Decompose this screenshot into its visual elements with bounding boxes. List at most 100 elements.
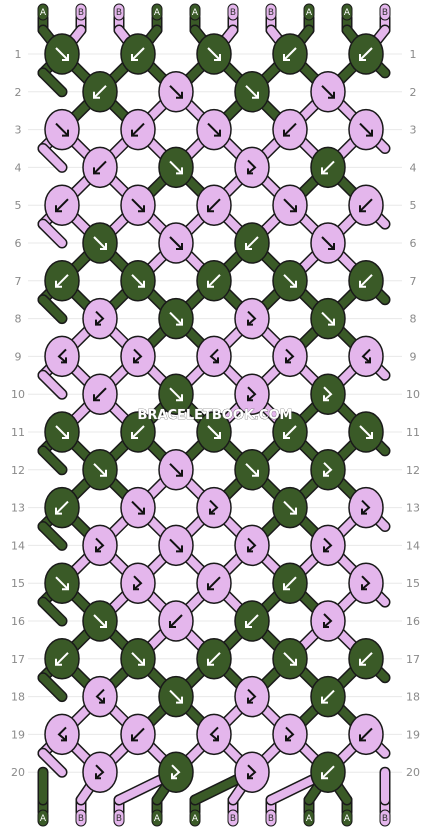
knot-direction-arrow xyxy=(55,274,69,288)
top-string-label: B xyxy=(116,8,122,18)
knot-direction-arrow xyxy=(283,274,297,288)
string-end xyxy=(227,3,239,21)
row-number-left: 3 xyxy=(15,124,22,137)
knot-direction-arrow xyxy=(169,311,183,326)
thread-segment xyxy=(39,673,66,701)
knot-direction-arrow xyxy=(169,463,183,477)
knot-direction-arrow xyxy=(169,387,183,402)
row-number-right: 2 xyxy=(410,86,417,99)
knot-direction-arrow xyxy=(323,613,333,628)
knot-direction-arrow xyxy=(131,274,145,288)
top-string-label: B xyxy=(268,8,274,18)
string-end xyxy=(37,809,49,827)
row-number-left: 8 xyxy=(15,313,22,326)
knot-direction-arrow xyxy=(55,122,69,137)
row-number-right: 11 xyxy=(406,426,420,439)
knot-direction-arrow xyxy=(169,236,183,250)
knot xyxy=(196,335,232,378)
knot xyxy=(348,486,384,529)
knot-direction-arrow xyxy=(359,47,373,61)
bottom-string-label: A xyxy=(154,814,161,824)
bottom-string-label: A xyxy=(306,814,313,824)
knot-direction-arrow xyxy=(359,122,373,137)
knot-direction-arrow xyxy=(247,159,257,175)
knot xyxy=(234,751,270,793)
knot-direction-arrow xyxy=(55,652,69,666)
knot-direction-arrow xyxy=(57,726,67,742)
string-end xyxy=(227,809,239,827)
knot xyxy=(196,713,232,756)
string-end xyxy=(265,3,277,21)
string-end xyxy=(113,809,125,827)
thread-segment xyxy=(39,598,66,625)
knot-direction-arrow xyxy=(55,576,69,591)
knot-direction-arrow xyxy=(283,47,297,61)
thread-segment xyxy=(39,295,66,323)
row-number-right: 3 xyxy=(410,124,417,137)
knot-direction-arrow xyxy=(283,425,297,439)
knot-direction-arrow xyxy=(95,537,105,553)
knot-direction-arrow xyxy=(93,236,107,250)
knot-direction-arrow xyxy=(133,575,143,591)
row-number-left: 14 xyxy=(11,539,25,552)
knot-direction-arrow xyxy=(131,425,145,439)
knot xyxy=(234,524,270,567)
knot-direction-arrow xyxy=(247,537,257,553)
bottom-string-label: B xyxy=(116,814,122,824)
top-string-label: B xyxy=(230,8,236,18)
knot-direction-arrow xyxy=(283,198,297,213)
knot-direction-arrow xyxy=(285,726,295,742)
knot-direction-arrow xyxy=(247,310,257,326)
string-end xyxy=(379,3,391,21)
knot-direction-arrow xyxy=(321,236,335,250)
knot-direction-arrow xyxy=(55,47,69,61)
knot xyxy=(310,524,346,567)
row-number-left: 18 xyxy=(11,691,25,704)
row-number-right: 12 xyxy=(406,464,420,477)
row-number-left: 1 xyxy=(15,48,22,61)
row-number-left: 6 xyxy=(15,237,22,250)
bottom-string-label: A xyxy=(344,814,351,824)
knot-direction-arrow xyxy=(169,85,183,99)
knot-direction-arrow xyxy=(283,576,297,591)
string-end xyxy=(189,809,201,827)
string-end xyxy=(189,3,201,21)
knot-direction-arrow xyxy=(55,425,69,439)
knot-direction-arrow xyxy=(207,47,221,61)
bottom-string-label: B xyxy=(230,814,236,824)
top-string-label: A xyxy=(344,8,351,18)
knot-direction-arrow xyxy=(283,652,297,666)
thread-segment xyxy=(39,446,66,474)
string-end xyxy=(151,3,163,21)
knot-direction-arrow xyxy=(207,425,221,439)
row-number-right: 15 xyxy=(406,577,420,590)
knot xyxy=(234,297,270,340)
knot-direction-arrow xyxy=(207,652,221,666)
row-number-left: 10 xyxy=(11,388,25,401)
top-string-label: A xyxy=(192,8,199,18)
knot-direction-arrow xyxy=(321,311,335,326)
knot-direction-arrow xyxy=(133,348,143,364)
knot xyxy=(234,146,270,189)
knot-direction-arrow xyxy=(359,425,373,439)
top-string-label: A xyxy=(306,8,313,18)
row-number-left: 9 xyxy=(15,350,22,363)
knot-direction-arrow xyxy=(93,85,107,99)
row-number-left: 19 xyxy=(11,728,25,741)
knot xyxy=(310,600,346,642)
knot-direction-arrow xyxy=(323,386,333,402)
bottom-string-label: B xyxy=(78,814,84,824)
string-end xyxy=(75,809,87,827)
knot-direction-arrow xyxy=(361,575,371,591)
knot xyxy=(44,335,80,378)
string-end xyxy=(37,3,49,21)
knot-direction-arrow xyxy=(323,462,333,477)
knot-direction-arrow xyxy=(95,764,105,780)
knot-direction-arrow xyxy=(93,387,107,402)
knot-direction-arrow xyxy=(247,688,257,704)
row-number-right: 4 xyxy=(410,161,417,174)
knot xyxy=(44,713,80,756)
knot xyxy=(120,335,156,378)
knot xyxy=(82,675,118,718)
